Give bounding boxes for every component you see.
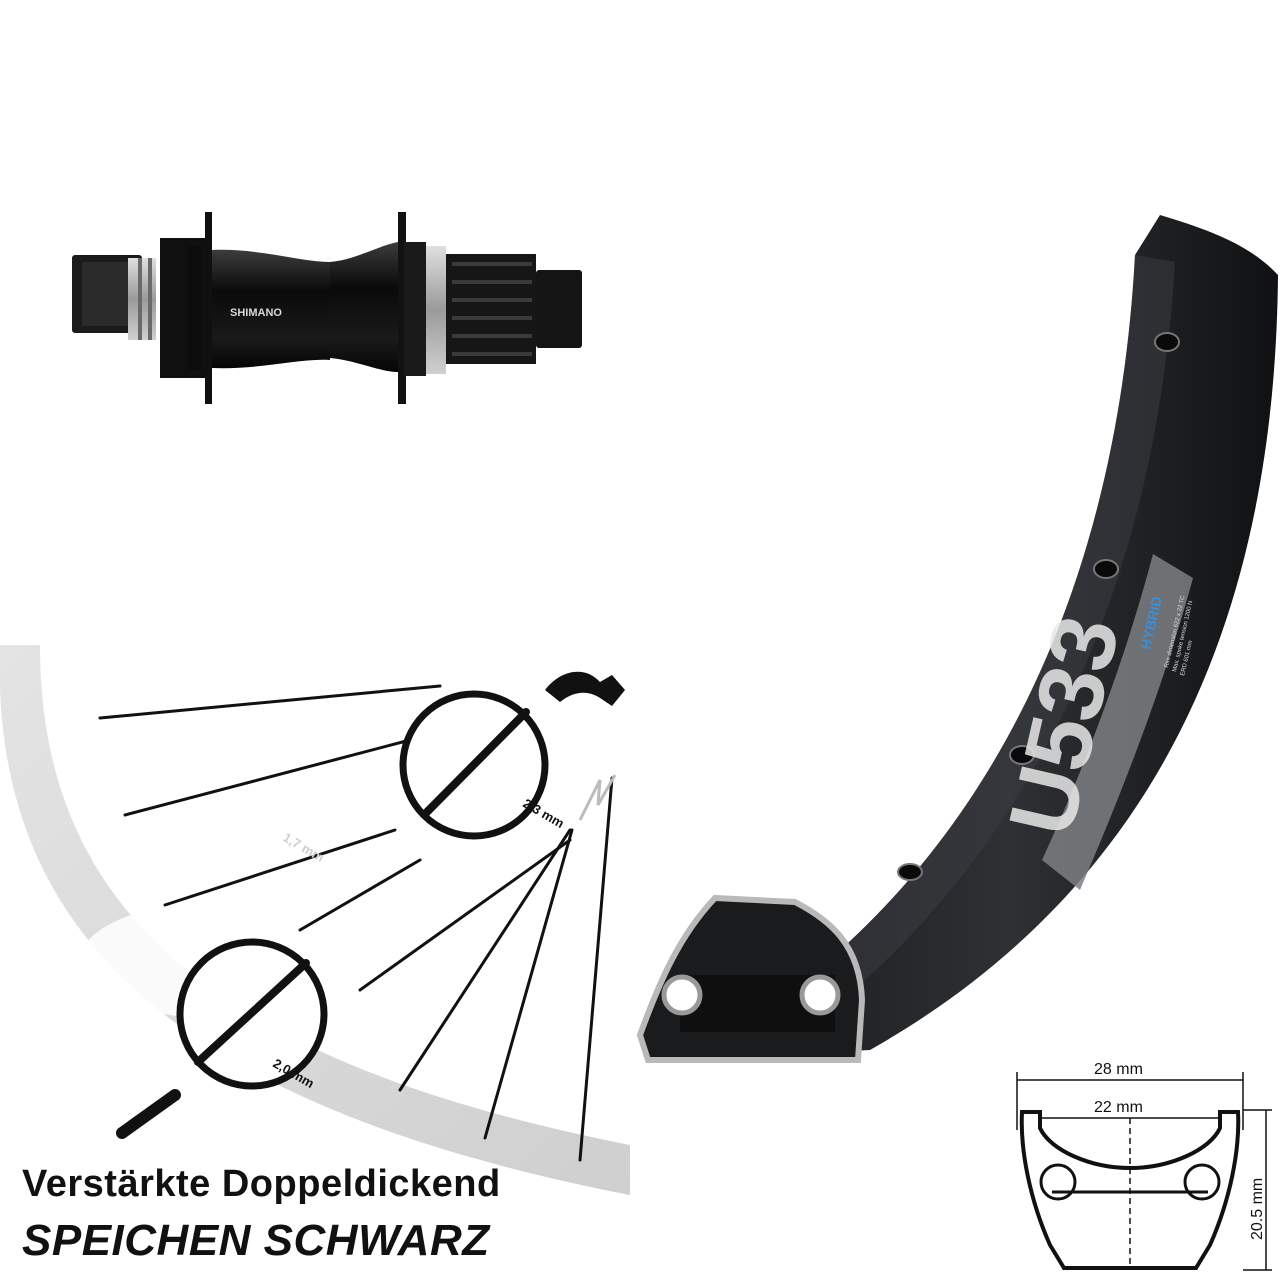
caption-subheadline: SPEICHEN SCHWARZ <box>22 1216 490 1265</box>
caption-headline: Verstärkte Doppeldickend <box>22 1163 501 1205</box>
spoke-diagram <box>0 645 630 1195</box>
hub-brand-label: SHIMANO <box>230 307 282 319</box>
rim-profile-diagram <box>1016 1072 1272 1271</box>
profile-outer-width-label: 28 mm <box>1094 1061 1143 1078</box>
profile-inner-width-label: 22 mm <box>1094 1099 1143 1116</box>
rear-hub <box>72 212 582 404</box>
rim-section <box>636 215 1278 1063</box>
profile-height-label: 20.5 mm <box>1249 1178 1266 1240</box>
